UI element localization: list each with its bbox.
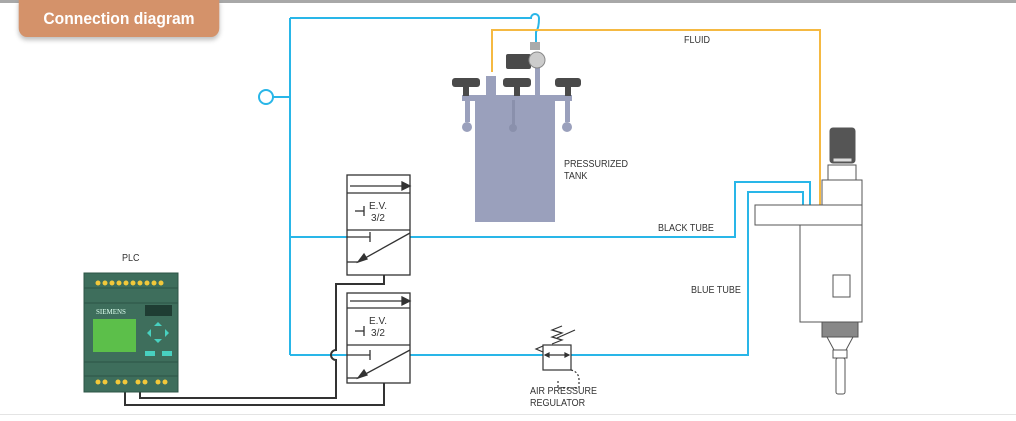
plc-device: SIEMENS <box>83 272 179 393</box>
wire-valve1 <box>139 275 385 399</box>
plc-wires <box>124 275 385 406</box>
dispensing-valve <box>754 127 863 395</box>
plc-module <box>145 305 172 316</box>
valve2-label-1: E.V. <box>369 316 387 327</box>
plc-label: PLC <box>122 253 140 264</box>
black-tube-line <box>410 181 811 238</box>
solenoid-valve-2 <box>346 292 412 384</box>
black-tube-label: BLACK TUBE <box>658 223 714 234</box>
fluid-line <box>491 29 821 205</box>
blue-tube-label: BLUE TUBE <box>691 285 741 296</box>
plc-brand: SIEMENS <box>96 308 126 316</box>
plc-output-terminals <box>95 379 168 385</box>
top-border <box>0 0 1016 3</box>
pressurized-tank <box>452 42 581 222</box>
valve1-label-1: E.V. <box>369 201 387 212</box>
regulator-label-1: AIR PRESSURE <box>530 386 598 397</box>
valve2-label-2: 3/2 <box>371 328 385 339</box>
fluid-label: FLUID <box>684 35 711 46</box>
tank-label-1: PRESSURIZED <box>564 159 629 170</box>
divider <box>0 414 1016 415</box>
solenoid-valve-1 <box>346 174 412 276</box>
tank-label-2: TANK <box>564 171 588 182</box>
air-lines <box>258 13 811 356</box>
regulator-label-2: REGULATOR <box>530 398 586 409</box>
page-title: Connection diagram <box>18 0 220 37</box>
blue-tube-line <box>410 191 804 356</box>
tank-clamp-knobs <box>452 78 581 96</box>
plc-display <box>93 319 136 352</box>
wire-valve2 <box>124 383 385 406</box>
plc-input-terminals <box>95 280 164 286</box>
valve1-label-2: 3/2 <box>371 213 385 224</box>
plc-arrow-keys <box>145 322 172 356</box>
air-pressure-regulator <box>534 325 580 389</box>
air-inlet-icon <box>258 89 274 105</box>
